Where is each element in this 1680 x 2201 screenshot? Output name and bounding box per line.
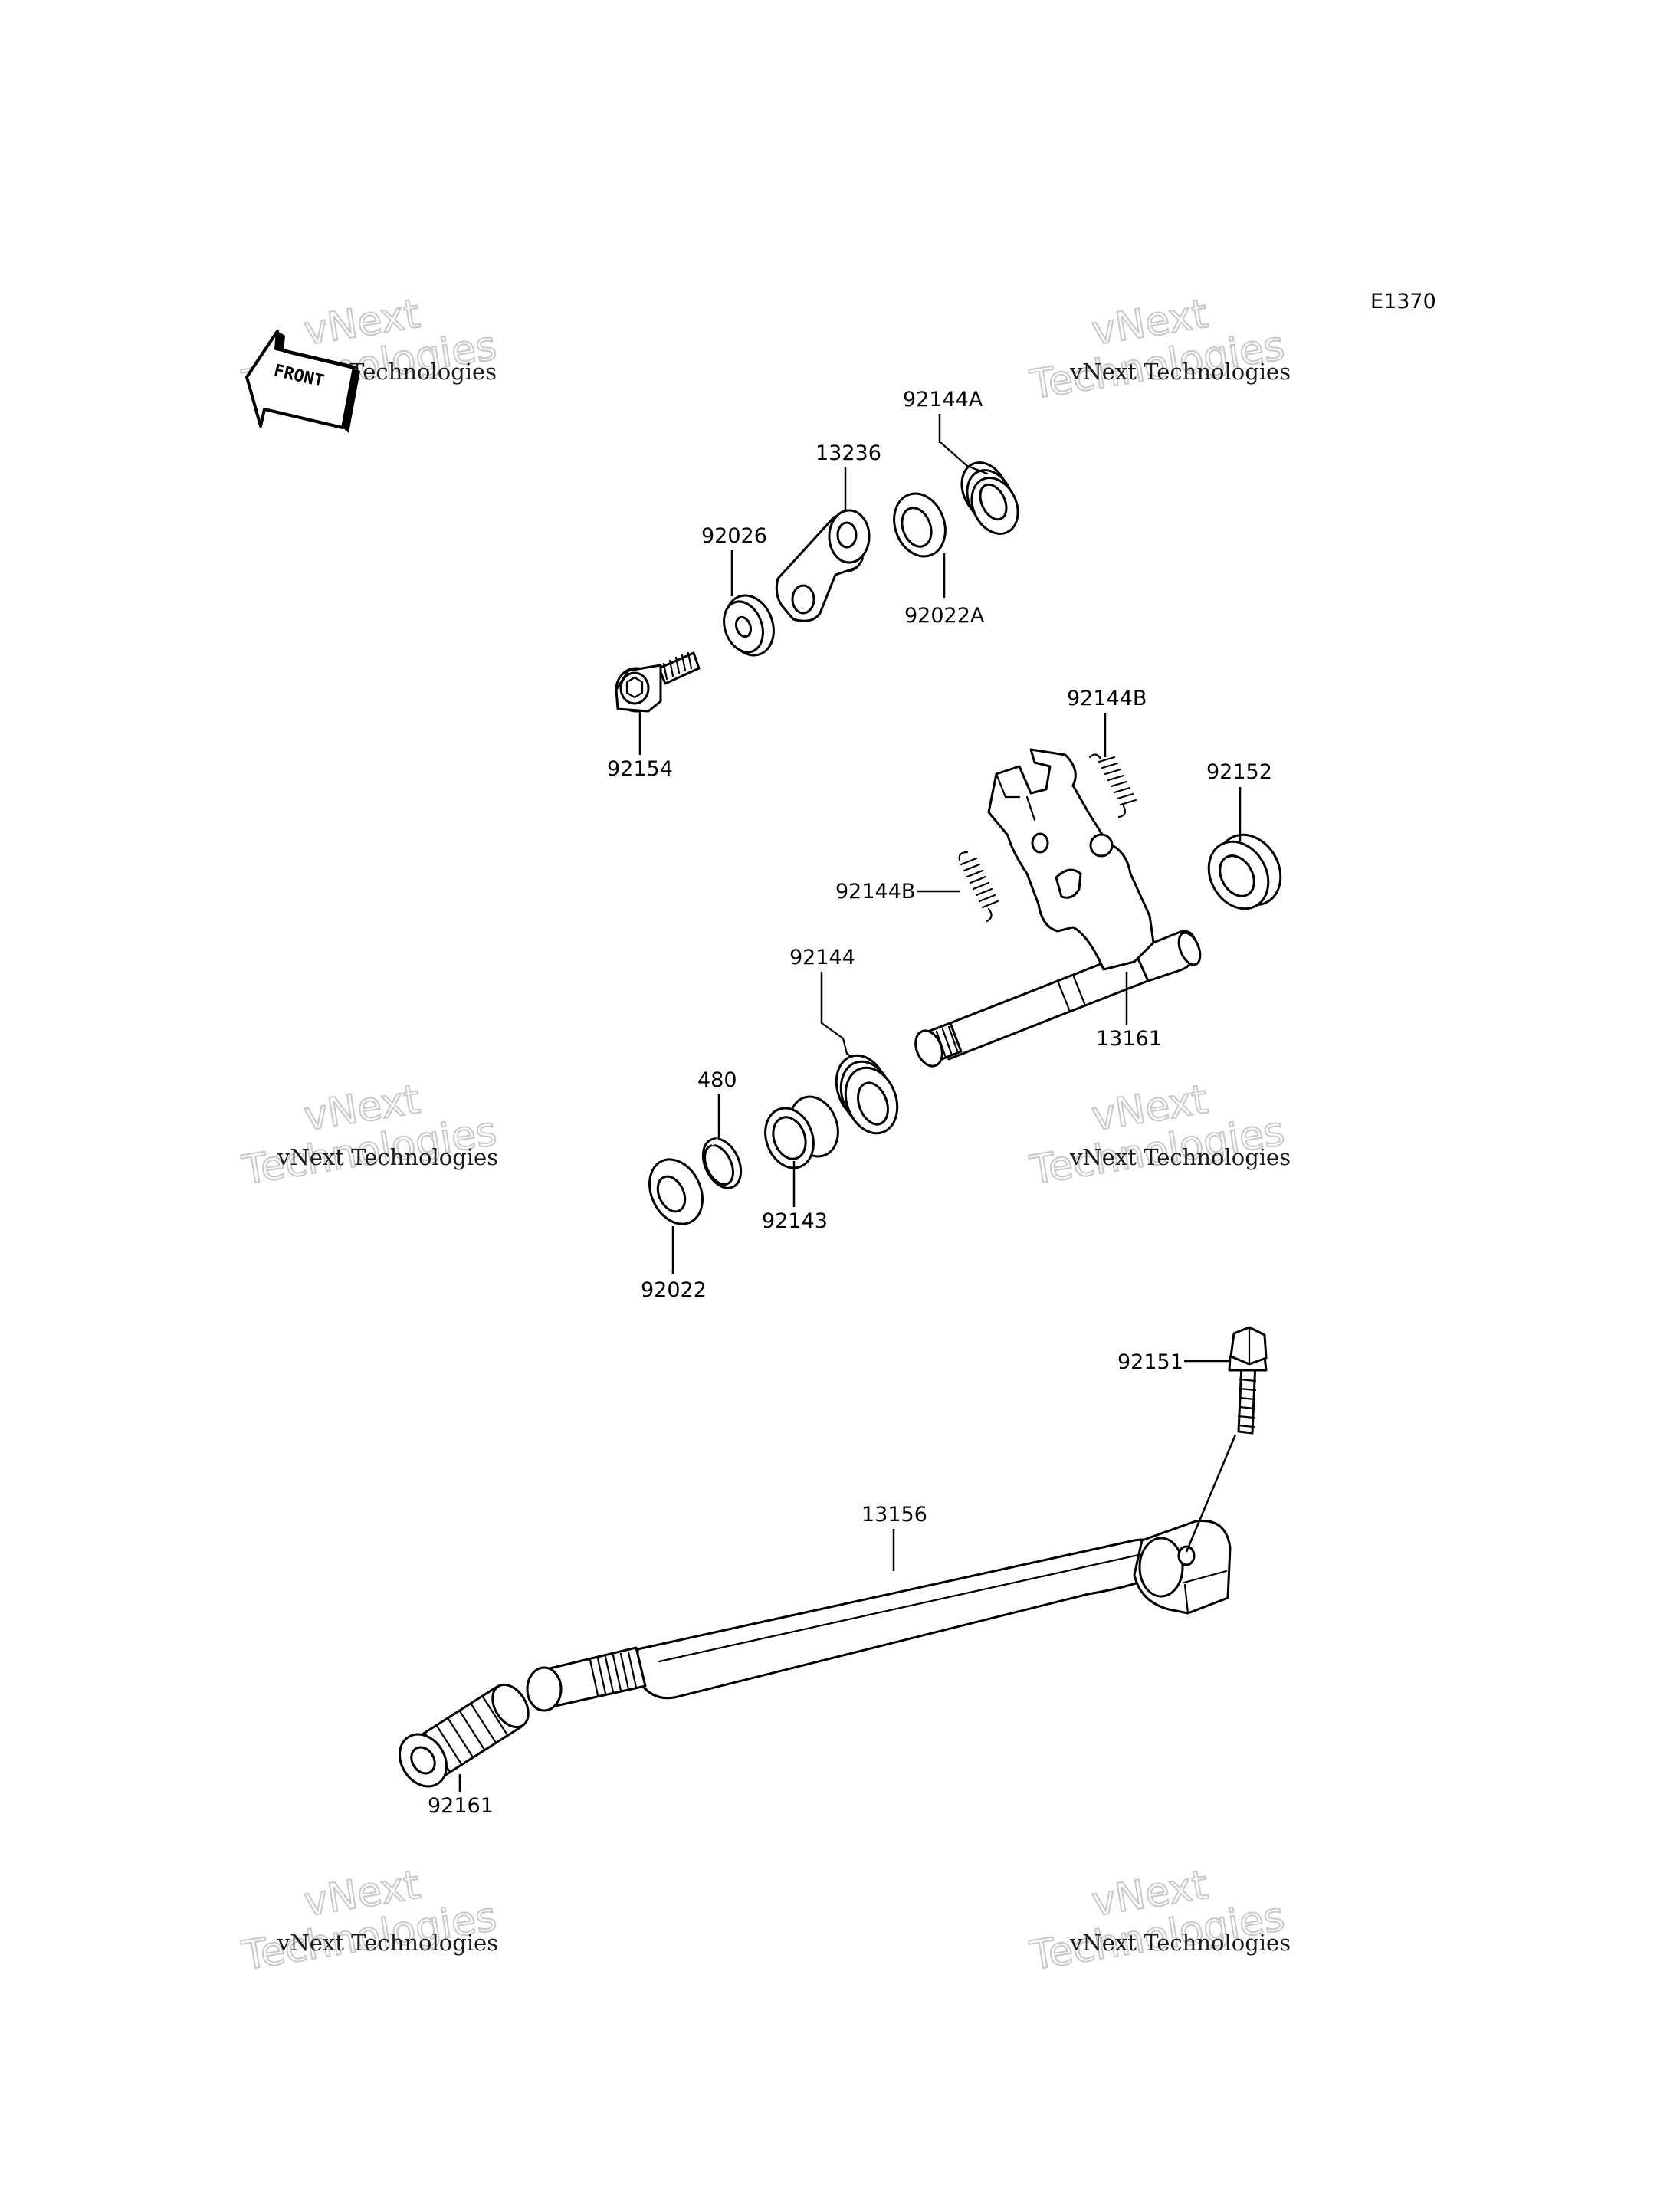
label-92022: 92022 [641, 1278, 707, 1302]
svg-text:vNext Technologies: vNext Technologies [1069, 1930, 1291, 1956]
svg-text:vNext Technologies: vNext Technologies [1069, 1144, 1291, 1170]
bolt-92151 [1228, 1326, 1268, 1435]
label-13156: 13156 [861, 1503, 927, 1527]
watermark-bottom-left: vNext Technologies vNext Technologies [238, 1862, 500, 1980]
label-92144A: 92144A [903, 388, 983, 412]
watermark-mid-right: vNext Technologies vNext Technologies [1026, 1076, 1291, 1195]
watermark-bottom-right: vNext Technologies vNext Technologies [1026, 1862, 1291, 1980]
washer-92022 [648, 1158, 704, 1225]
shift-shaft-13161 [914, 748, 1202, 1068]
label-92144: 92144 [789, 946, 855, 969]
rubber-peg-92161 [399, 1683, 530, 1788]
label-13236: 13236 [815, 441, 881, 465]
circlip-480 [701, 1137, 743, 1189]
label-92154: 92154 [607, 757, 673, 781]
label-92143: 92143 [762, 1209, 828, 1233]
label-92144B-mid: 92144B [835, 880, 915, 904]
svg-text:vNext Technologies: vNext Technologies [277, 1144, 498, 1170]
label-92144B-top: 92144B [1067, 687, 1147, 710]
watermark-mid-left: vNext Technologies vNext Technologies [238, 1076, 500, 1195]
front-arrow-icon: FRONT [245, 330, 360, 433]
spring-92144A [940, 441, 1019, 535]
spring-92144B-top [1088, 753, 1137, 818]
collar-92143 [764, 1095, 839, 1169]
washer-92026 [723, 594, 775, 657]
svg-text:vNext Technologies: vNext Technologies [1069, 359, 1291, 385]
label-92151: 92151 [1117, 1350, 1183, 1374]
label-92026: 92026 [701, 524, 767, 548]
washer-92022A [893, 492, 947, 558]
part-labels: 92144A 13236 92026 92022A 92154 92144B 9… [428, 388, 1272, 1818]
label-92152: 92152 [1206, 760, 1272, 784]
spring-92144 [820, 1022, 899, 1135]
bolt-92154 [615, 651, 701, 713]
spring-92144B-mid [958, 851, 999, 923]
watermark-top-right: vNext Technologies vNext Technologies [1026, 290, 1291, 409]
label-92161: 92161 [428, 1794, 494, 1818]
label-480: 480 [697, 1068, 737, 1092]
label-92022A: 92022A [904, 604, 985, 628]
leader-lines [458, 414, 1242, 1792]
label-13161: 13161 [1096, 1027, 1162, 1051]
seal-92152 [1207, 833, 1282, 910]
svg-text:vNext Technologies: vNext Technologies [277, 1930, 498, 1956]
lever-plate-13236 [775, 509, 871, 622]
shift-pedal-13156 [526, 1519, 1232, 1712]
diagram-code: E1370 [1370, 290, 1436, 313]
